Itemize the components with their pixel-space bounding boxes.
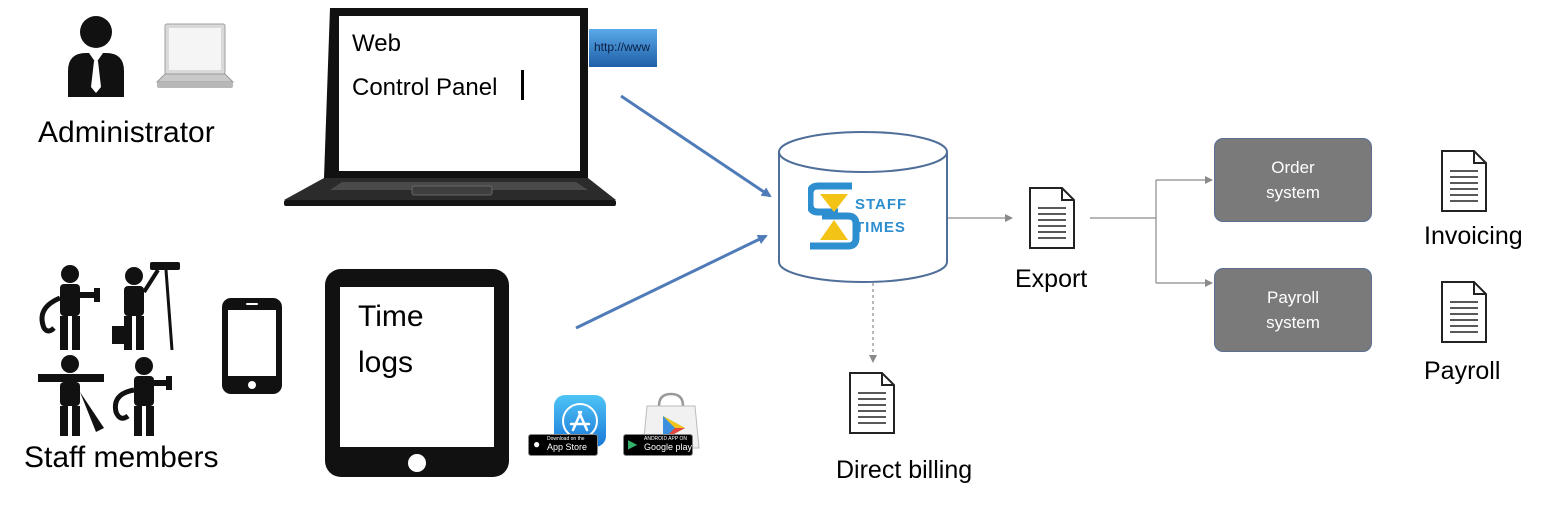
apple-icon: ● xyxy=(533,437,541,451)
administrator-label: Administrator xyxy=(38,116,215,149)
invoicing-document-icon xyxy=(1440,149,1488,213)
payroll-system-box: Payroll system xyxy=(1214,268,1372,352)
http-badge-text: http://www xyxy=(594,40,651,54)
app-store-small-text: Download on the xyxy=(547,436,585,442)
direct-billing-label: Direct billing xyxy=(836,456,973,484)
laptop-image xyxy=(282,8,618,208)
payroll-label: Payroll xyxy=(1424,357,1501,385)
play-triangle-icon: ▶ xyxy=(628,437,638,451)
order-system-line1: Order xyxy=(1271,158,1315,177)
payroll-system-line1: Payroll xyxy=(1267,288,1319,307)
export-label: Export xyxy=(1015,265,1088,293)
logo-text-times: TIMES xyxy=(855,219,906,236)
laptop-screen-line1: Web xyxy=(352,30,401,57)
logo-text-staff: STAFF xyxy=(855,196,908,213)
staff-members-label: Staff members xyxy=(24,441,219,474)
arrow-tablet-to-db xyxy=(575,234,768,330)
administrator-icon xyxy=(64,15,128,97)
app-store-button[interactable]: ● Download on the App Store xyxy=(528,434,598,456)
workers-icon xyxy=(30,262,180,438)
http-badge: http://www xyxy=(589,29,657,67)
invoicing-label: Invoicing xyxy=(1424,222,1523,250)
google-play-small-text: ANDROID APP ON xyxy=(644,436,687,442)
laptop-screen-line2: Control Panel xyxy=(352,74,498,101)
tablet-image xyxy=(323,267,511,479)
small-laptop-icon xyxy=(155,22,235,98)
order-system-line2: system xyxy=(1266,183,1320,202)
staff-times-logo xyxy=(808,182,928,250)
export-document-icon xyxy=(1028,186,1076,250)
google-play-text: Google play xyxy=(644,442,693,452)
payroll-system-line2: system xyxy=(1266,313,1320,332)
arrow-laptop-to-db xyxy=(620,94,772,198)
google-play-button[interactable]: ▶ ANDROID APP ON Google play xyxy=(623,434,693,456)
tablet-screen-line1: Time xyxy=(358,300,424,333)
tablet-screen-line2: logs xyxy=(358,346,414,379)
smartphone-icon xyxy=(220,296,284,396)
order-system-box: Order system xyxy=(1214,138,1372,222)
payroll-document-icon xyxy=(1440,280,1488,344)
text-cursor xyxy=(521,70,524,100)
app-store-text: App Store xyxy=(547,442,588,452)
direct-billing-document-icon xyxy=(848,371,896,435)
